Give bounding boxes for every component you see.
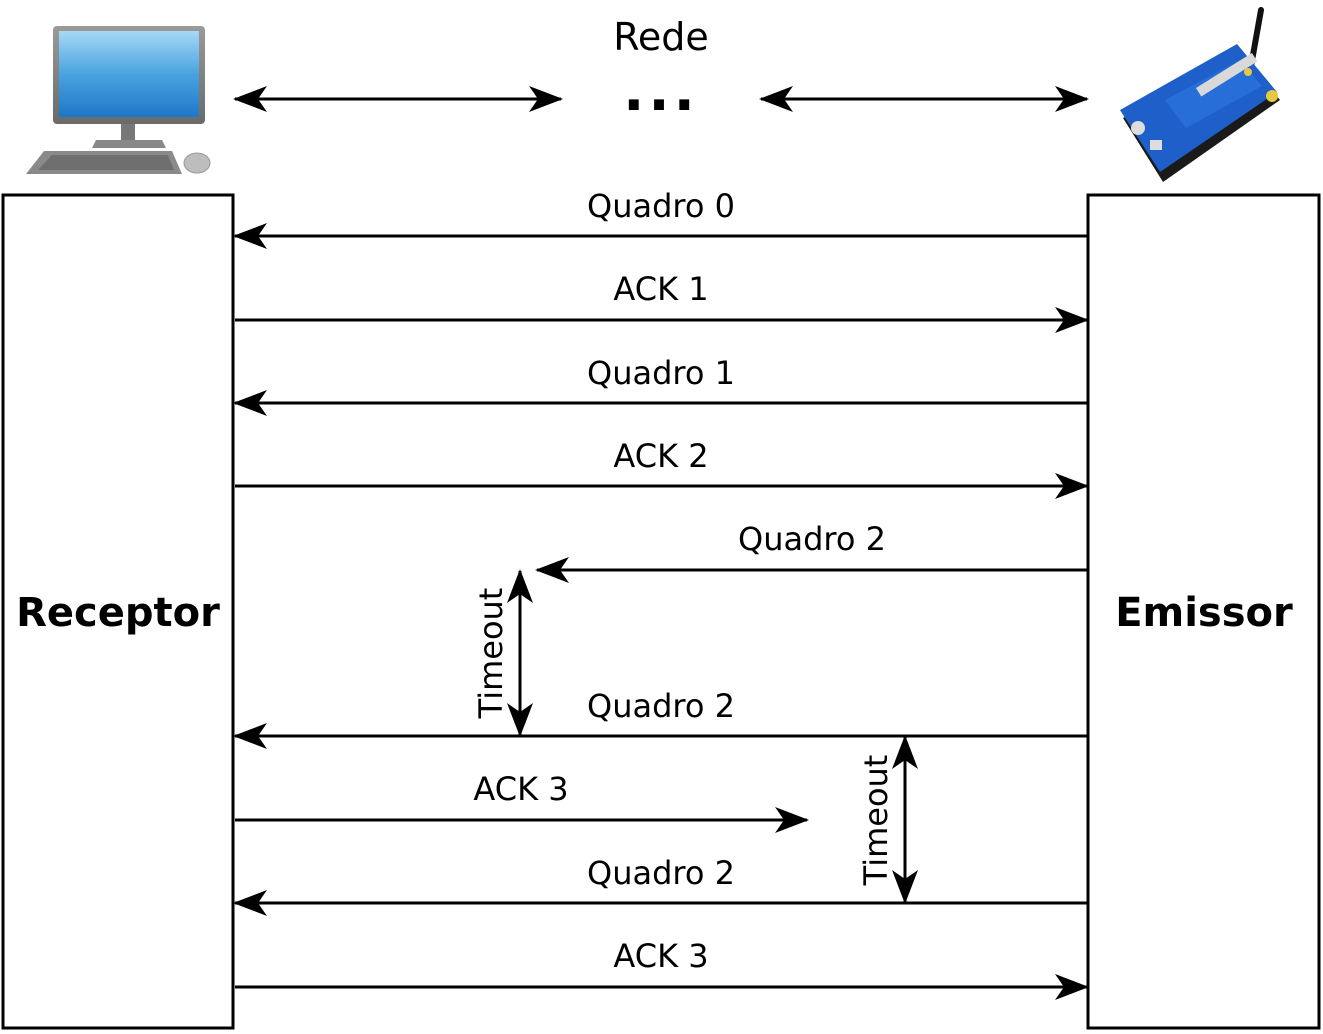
network-ellipsis: ... (623, 59, 699, 124)
timeout-label: Timeout (857, 755, 895, 887)
msg-ack-3-lost: ACK 3 (235, 770, 809, 833)
network-label: Rede (613, 15, 709, 59)
msg-quadro-1: Quadro 1 (233, 354, 1087, 416)
msg-label: ACK 2 (613, 437, 708, 475)
sensor-board-antenna-icon (1120, 7, 1280, 182)
msg-ack-2: ACK 2 (235, 437, 1089, 499)
timeout-label: Timeout (472, 588, 510, 720)
msg-ack-1: ACK 1 (235, 270, 1089, 333)
msg-label: ACK 3 (473, 770, 568, 808)
msg-label: Quadro 2 (738, 520, 886, 558)
msg-label: ACK 3 (613, 937, 708, 975)
msg-quadro-2-lost: Quadro 2 (535, 520, 1087, 583)
timeout-2: Timeout (857, 735, 918, 904)
msg-ack-3: ACK 3 (235, 937, 1089, 1000)
receptor-label: Receptor (16, 590, 220, 636)
receptor-box (1, 193, 235, 1030)
emissor-box (1086, 193, 1321, 1030)
emissor-label: Emissor (1115, 590, 1293, 636)
msg-quadro-2-retransmit: Quadro 2 (233, 687, 1087, 749)
msg-quadro-0: Quadro 0 (233, 187, 1087, 249)
msg-label: Quadro 2 (587, 687, 735, 725)
desktop-computer-icon (26, 26, 211, 174)
msg-label: ACK 1 (613, 270, 708, 308)
msg-label: Quadro 1 (587, 354, 735, 392)
timeout-1: Timeout (472, 569, 533, 737)
msg-label: Quadro 2 (587, 854, 735, 892)
msg-label: Quadro 0 (587, 187, 735, 225)
msg-quadro-2-second-retransmit: Quadro 2 (233, 854, 1087, 916)
